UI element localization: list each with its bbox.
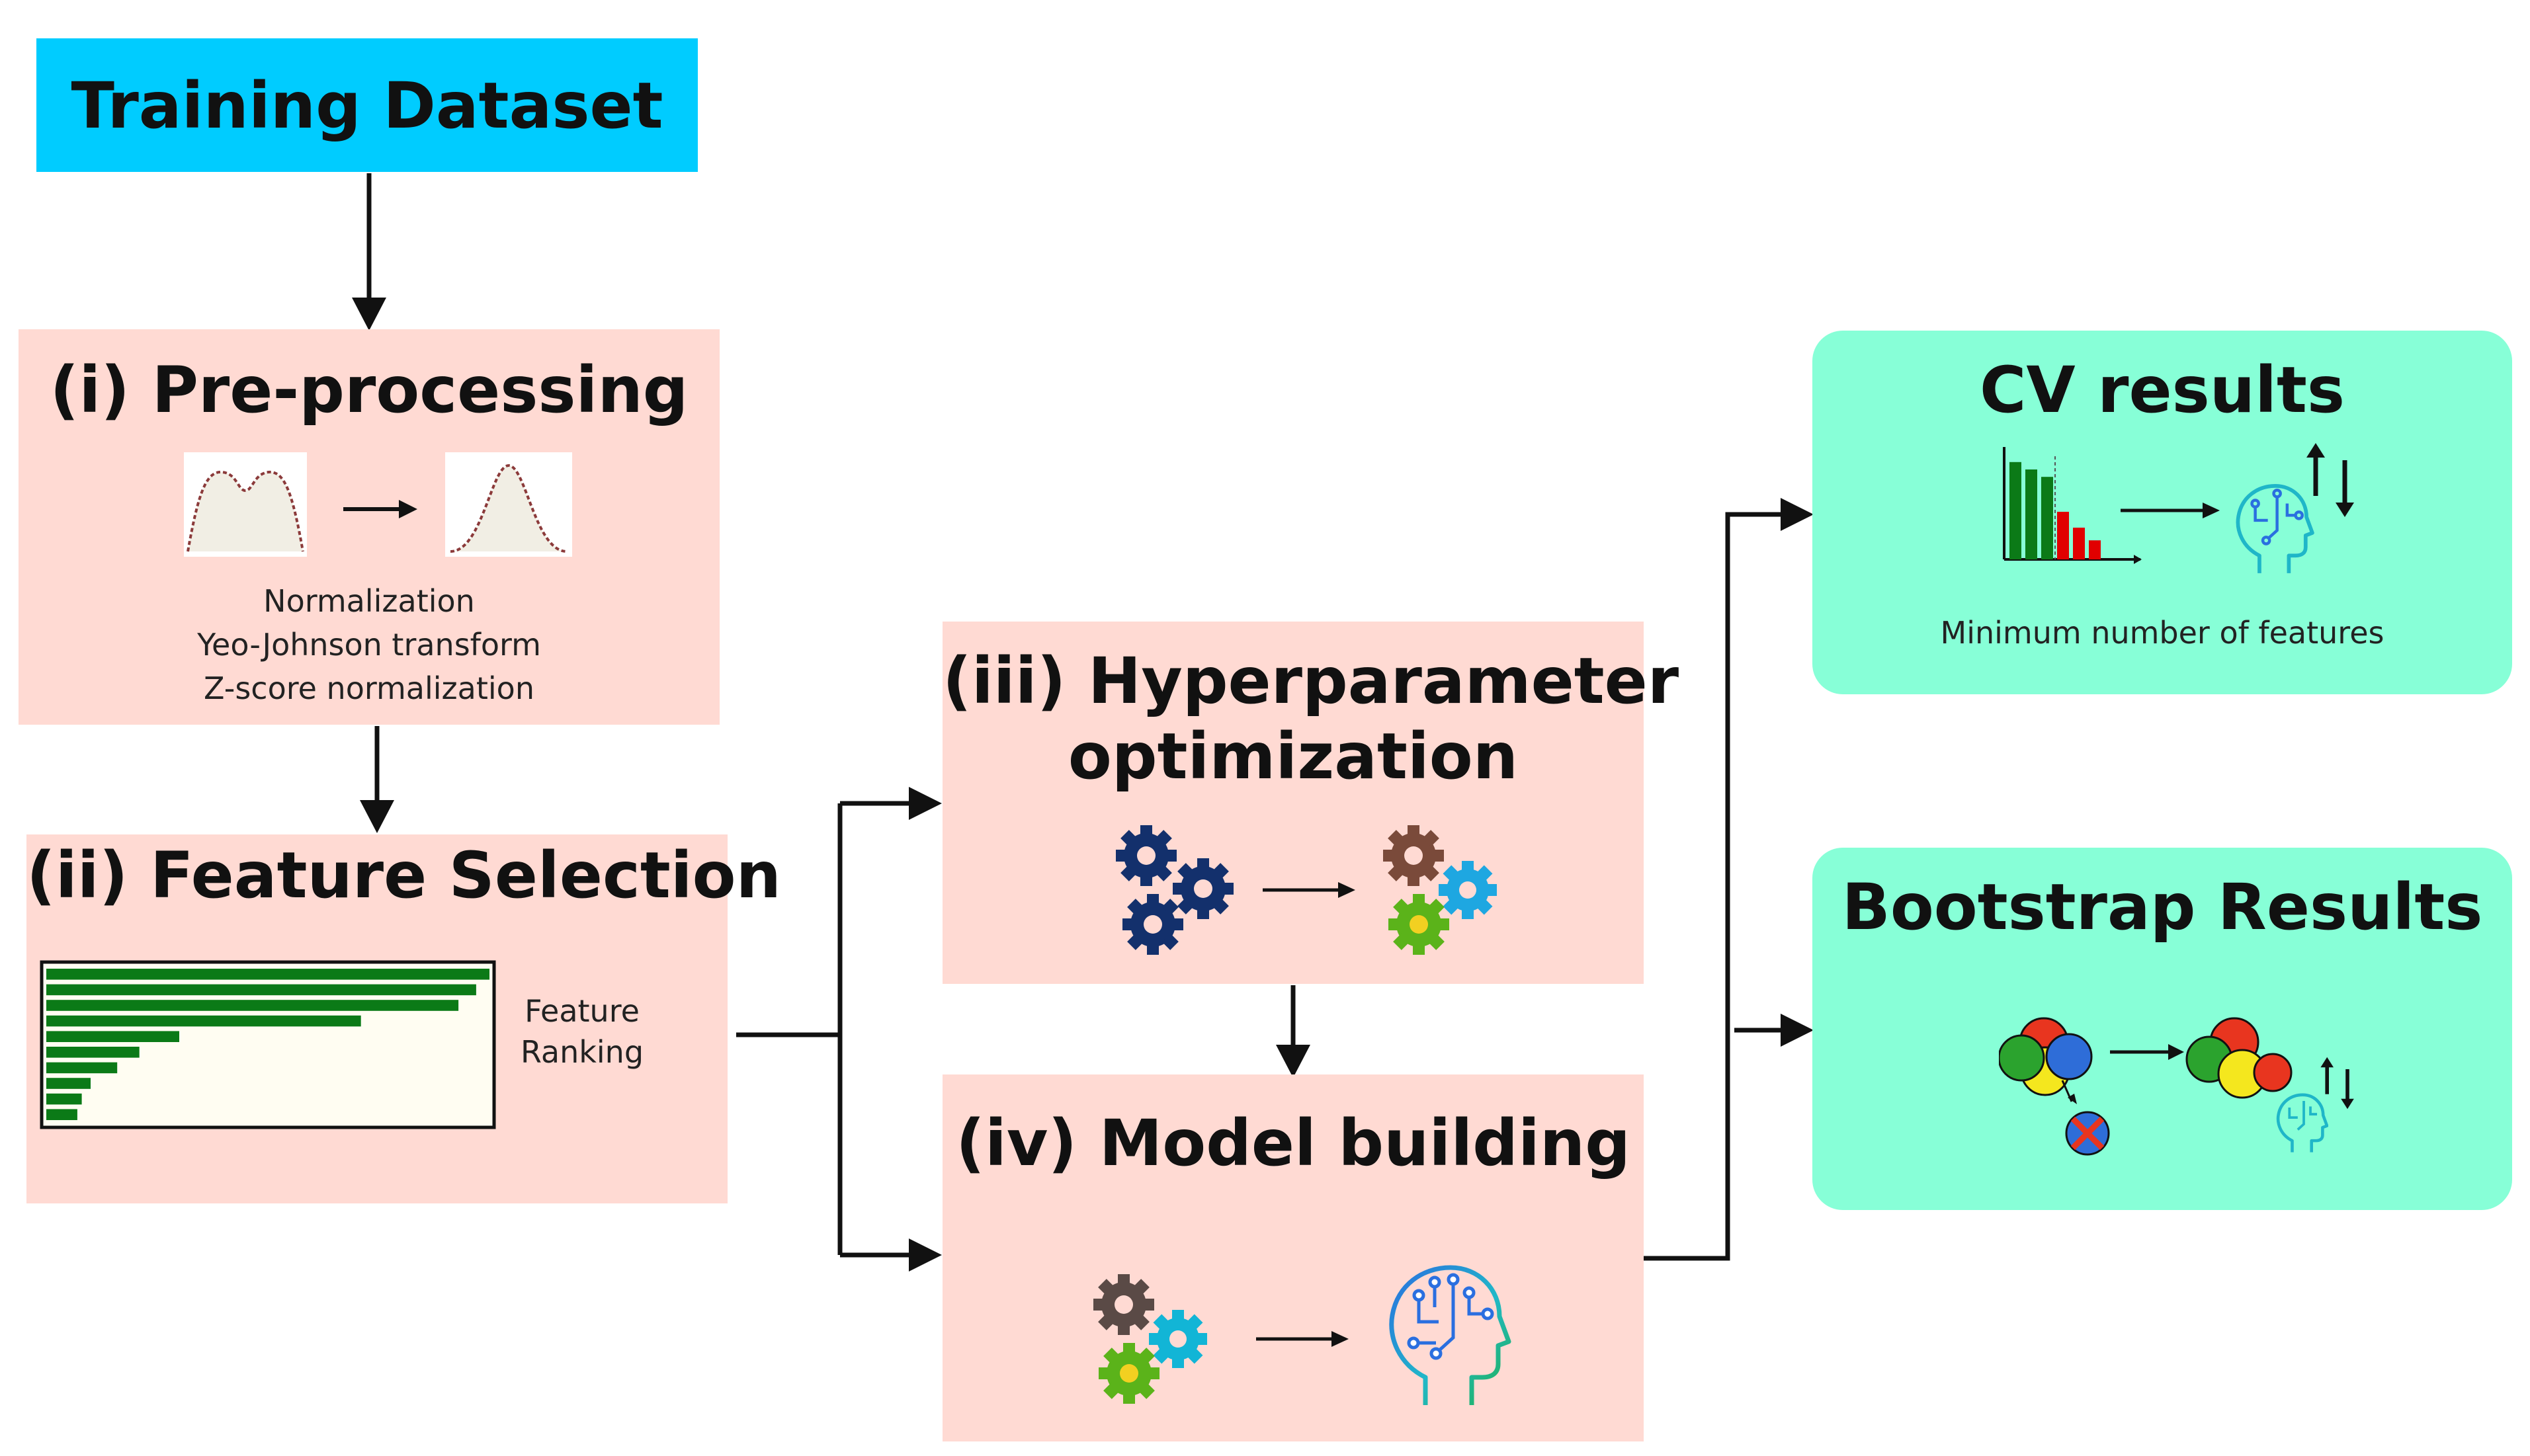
feature-ranking-caption-line1: Feature <box>525 993 640 1029</box>
bootstrap-results-box: Bootstrap Results <box>1812 848 2512 1210</box>
feature-ranking-bar <box>46 984 476 996</box>
ai-brain-head-icon <box>2236 484 2314 573</box>
hyperparameter-box: (iii) Hyperparameter optimization <box>943 622 1679 984</box>
right-arrow-icon <box>2110 1044 2184 1060</box>
hyperparameter-title-line2: optimization <box>1068 719 1519 793</box>
up-down-arrows-icon <box>2320 1057 2354 1110</box>
feature-ranking-caption-line2: Ranking <box>520 1034 644 1070</box>
cv-results-title: CV results <box>1979 353 2345 427</box>
preprocessing-step-normalization: Normalization <box>263 583 475 619</box>
venn-circles-icon <box>2185 1017 2293 1099</box>
bimodal-distribution-icon <box>184 452 307 557</box>
feature-ranking-bar <box>46 1062 118 1074</box>
right-arrow-icon <box>2121 503 2220 518</box>
model-building-box: (iv) Model building <box>943 1074 1644 1441</box>
gear-cluster-color-icon <box>1383 825 1497 955</box>
cv-result-bar <box>2089 540 2101 559</box>
cv-results-box: CV results Minimum number of features <box>1812 331 2512 694</box>
gear-cluster-dark-icon <box>1116 825 1234 955</box>
cv-result-bar <box>2073 528 2085 559</box>
ai-brain-head-icon <box>1389 1265 1511 1405</box>
removed-circle-icon <box>2065 1111 2110 1156</box>
cv-results-bar-chart <box>2003 447 2142 564</box>
model-building-title: (iv) Model building <box>956 1106 1630 1180</box>
feature-selection-box: (ii) Feature Selection Feature Ranking <box>26 834 781 1203</box>
right-arrow-icon <box>1256 1331 1349 1347</box>
feature-ranking-bar <box>46 1109 77 1120</box>
cv-result-bar <box>2041 477 2053 559</box>
feature-selection-title: (ii) Feature Selection <box>26 838 781 912</box>
preprocessing-step-yeo-johnson: Yeo-Johnson transform <box>197 627 541 663</box>
gear-cluster-color-icon <box>1093 1274 1207 1404</box>
feature-ranking-bar <box>46 1078 91 1089</box>
right-arrow-icon <box>343 500 417 518</box>
feature-ranking-bar <box>46 969 489 980</box>
cv-result-bar <box>2025 469 2037 559</box>
feature-ranking-bar <box>46 1015 361 1027</box>
cv-results-caption: Minimum number of features <box>1940 615 2384 651</box>
arrow-model-to-results <box>1644 512 1785 1261</box>
up-down-arrows-icon <box>2306 443 2354 517</box>
feature-ranking-chart <box>40 960 496 1129</box>
preprocessing-title: (i) Pre-processing <box>50 353 689 427</box>
feature-ranking-bar <box>46 1000 459 1011</box>
training-dataset-title: Training Dataset <box>71 69 663 143</box>
cv-result-bar <box>2057 512 2069 559</box>
venn-circles-icon <box>1999 1017 2093 1104</box>
ai-brain-head-icon <box>2276 1093 2328 1153</box>
feature-ranking-bar <box>46 1093 82 1105</box>
cv-x-axis-arrowhead <box>2134 555 2142 564</box>
arrow-feature-selection-split <box>736 801 911 1258</box>
feature-ranking-bar <box>46 1031 179 1042</box>
bootstrap-results-title: Bootstrap Results <box>1841 870 2483 944</box>
cv-result-bar <box>2009 462 2021 559</box>
preprocessing-box: (i) Pre-processing Normalization Yeo-Joh… <box>19 329 720 725</box>
hyperparameter-title-line1: (iii) Hyperparameter <box>943 644 1679 718</box>
feature-ranking-bar <box>46 1047 140 1058</box>
training-dataset-box: Training Dataset <box>36 38 698 172</box>
right-arrow-icon <box>1263 882 1355 898</box>
normal-distribution-icon <box>445 452 572 557</box>
preprocessing-step-z-score: Z-score normalization <box>204 670 534 706</box>
